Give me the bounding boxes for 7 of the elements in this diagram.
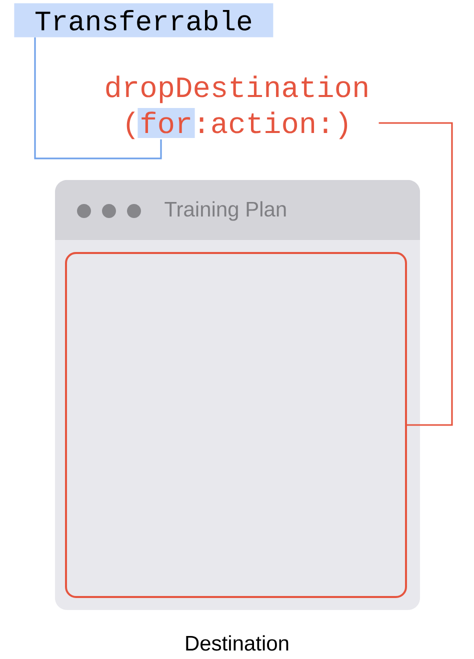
code-label: dropDestination (for:action:) (106, 76, 368, 140)
window: Training Plan (55, 180, 420, 610)
drop-area (65, 252, 407, 598)
leader-line (378, 122, 453, 426)
leader-line (34, 37, 162, 160)
code-label: Transferrable (14, 3, 274, 38)
node-label: Destination (186, 635, 288, 651)
